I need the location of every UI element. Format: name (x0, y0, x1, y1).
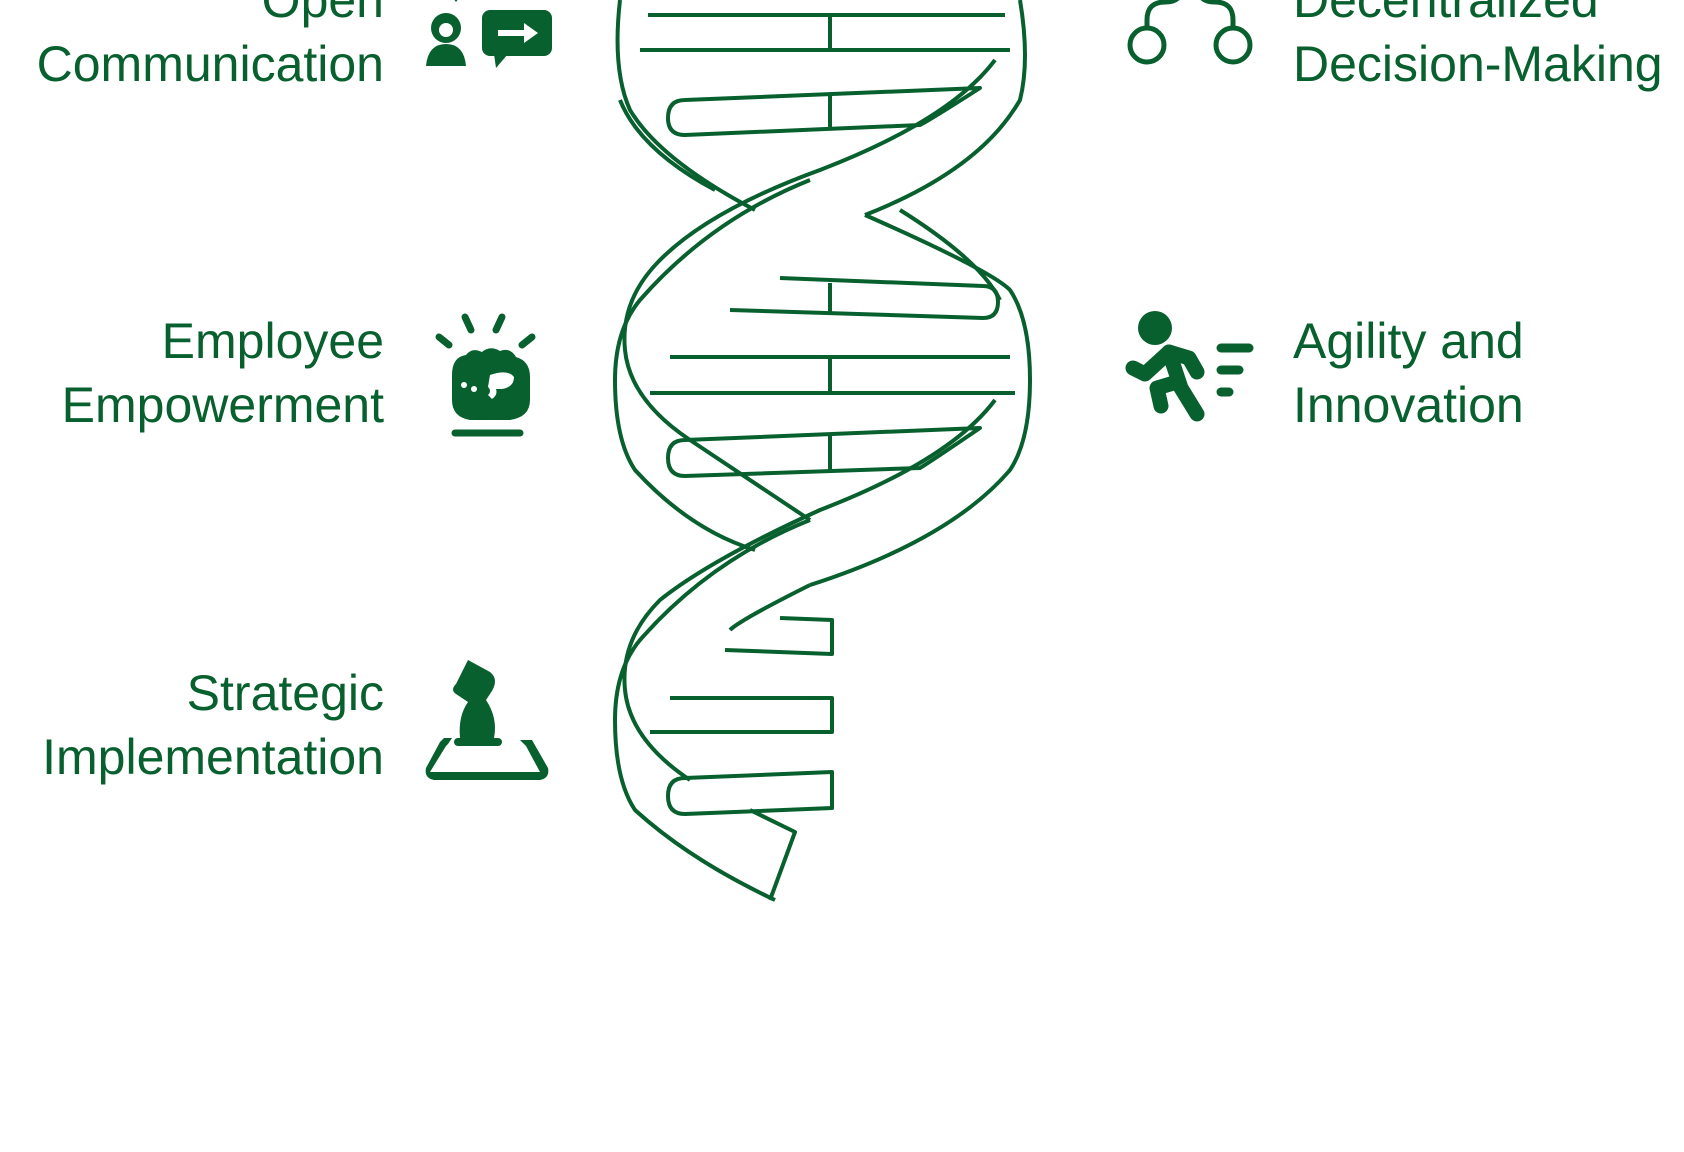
raised-fist-icon (435, 313, 536, 437)
label-open-communication: Open Communication (37, 0, 384, 96)
label-employee-empowerment-line1: Employee (161, 313, 384, 369)
running-person-icon (1125, 311, 1254, 422)
label-agility-innovation: Agility and Innovation (1293, 309, 1524, 437)
label-strategic-implementation-line2: Implementation (42, 729, 384, 785)
label-employee-empowerment: Employee Empowerment (62, 309, 384, 437)
label-decentralized-decision-making: Decentralized Decision-Making (1293, 0, 1663, 96)
label-employee-empowerment-line2: Empowerment (61, 377, 384, 433)
chess-knight-icon (425, 660, 549, 780)
label-strategic-implementation: Strategic Implementation (42, 661, 384, 789)
label-decentralized-line1: Decentralized (1293, 0, 1599, 28)
label-agility-line2: Innovation (1293, 377, 1524, 433)
label-open-communication-line1: Open (261, 0, 384, 28)
chat-people-icon (426, 0, 552, 68)
label-decentralized-line2: Decision-Making (1293, 36, 1663, 92)
label-strategic-implementation-line1: Strategic (186, 665, 384, 721)
dna-helix-icon (613, 0, 1032, 902)
label-open-communication-line2: Communication (36, 36, 384, 92)
label-agility-line1: Agility and (1293, 313, 1524, 369)
branching-nodes-icon (1127, 0, 1253, 65)
